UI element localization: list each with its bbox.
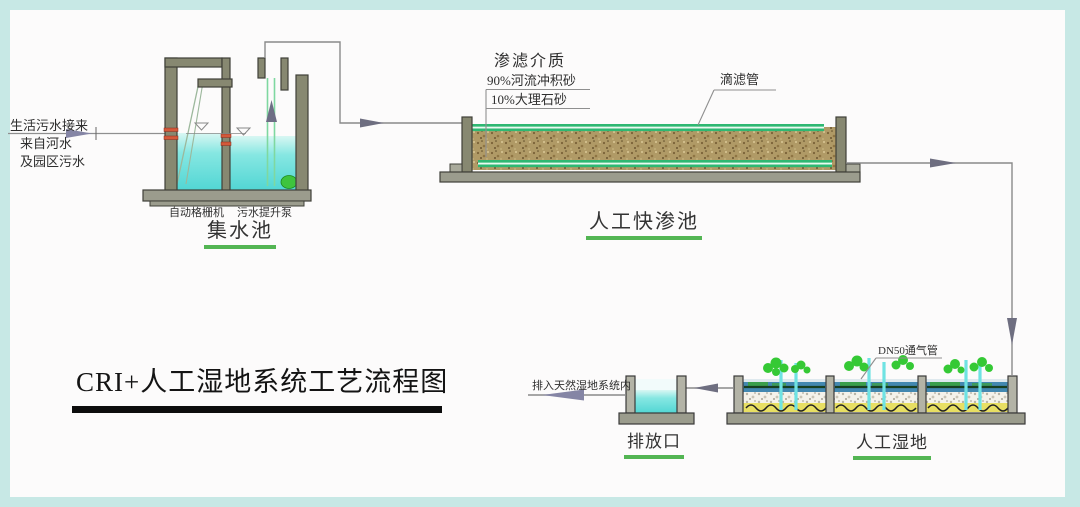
tank-water-left <box>177 133 222 190</box>
pump-flow-arrow-icon <box>266 100 277 122</box>
tank-base <box>142 189 312 202</box>
wetland-cells <box>743 379 1009 412</box>
wetland-base <box>726 412 1026 425</box>
collector-pipe-bottom <box>478 160 832 168</box>
wetland-title: 人工湿地 <box>853 433 931 460</box>
media-leader-lines <box>485 88 590 157</box>
inlet-label-2: 来自河水 <box>20 136 73 151</box>
media-heading: 渗滤介质 <box>494 53 567 70</box>
collection-tank <box>142 57 312 207</box>
wetland-plants <box>763 355 993 376</box>
drip-pipe-leader <box>697 89 776 126</box>
inlet-label-1: 生活污水接来 <box>10 118 89 133</box>
outfall-base <box>618 412 695 425</box>
media-item-1: 90%河流冲积砂 <box>487 73 576 88</box>
media-item-2: 10%大理石砂 <box>491 92 567 107</box>
collection-tank-title: 集水池 <box>204 220 276 249</box>
lift-pump-label: 污水提升泵 <box>237 207 292 219</box>
discharge-flow <box>528 389 626 401</box>
pipe-tank-to-pool <box>264 41 462 128</box>
diagram-title: CRI+人工湿地系统工艺流程图 <box>76 367 449 397</box>
pipe-wetland-to-outfall <box>686 383 734 393</box>
inlet-arrow-icon <box>66 129 92 138</box>
submersible-pump <box>280 175 298 189</box>
inlet-label-3: 及园区污水 <box>20 154 86 169</box>
water-level-icon <box>186 122 252 136</box>
outfall <box>528 375 695 425</box>
outfall-water <box>635 390 677 413</box>
discharge-note: 排入天然湿地系统内 <box>532 380 631 392</box>
flow-arrow-left-icon <box>694 383 718 393</box>
flow-arrow-right-icon <box>360 118 384 128</box>
bar-screen-label: 自动格栅机 <box>169 207 224 219</box>
infiltration-pool-title: 人工快渗池 <box>586 211 702 240</box>
pipe-pool-to-wetland <box>846 158 1017 375</box>
vent-pipe-leader <box>860 357 942 380</box>
bar-screen <box>176 81 200 185</box>
wetland-cell <box>743 379 827 412</box>
drip-pipe-label: 滴滤管 <box>720 72 760 87</box>
wetland-cell <box>834 379 918 412</box>
flow-arrow-right-icon <box>930 158 956 168</box>
outfall-title: 排放口 <box>624 432 684 459</box>
infiltration-pool <box>439 88 861 183</box>
discharge-arrow-icon <box>542 389 584 401</box>
inlet-flow-line <box>8 127 177 140</box>
flow-arrow-down-icon <box>1007 318 1017 345</box>
pool-base <box>439 171 861 183</box>
constructed-wetland <box>726 355 1026 425</box>
vent-pipe-label: DN50通气管 <box>878 345 938 357</box>
drip-pipe-top <box>472 124 824 132</box>
pipe-flanges <box>163 127 232 146</box>
title-underline <box>72 406 442 413</box>
